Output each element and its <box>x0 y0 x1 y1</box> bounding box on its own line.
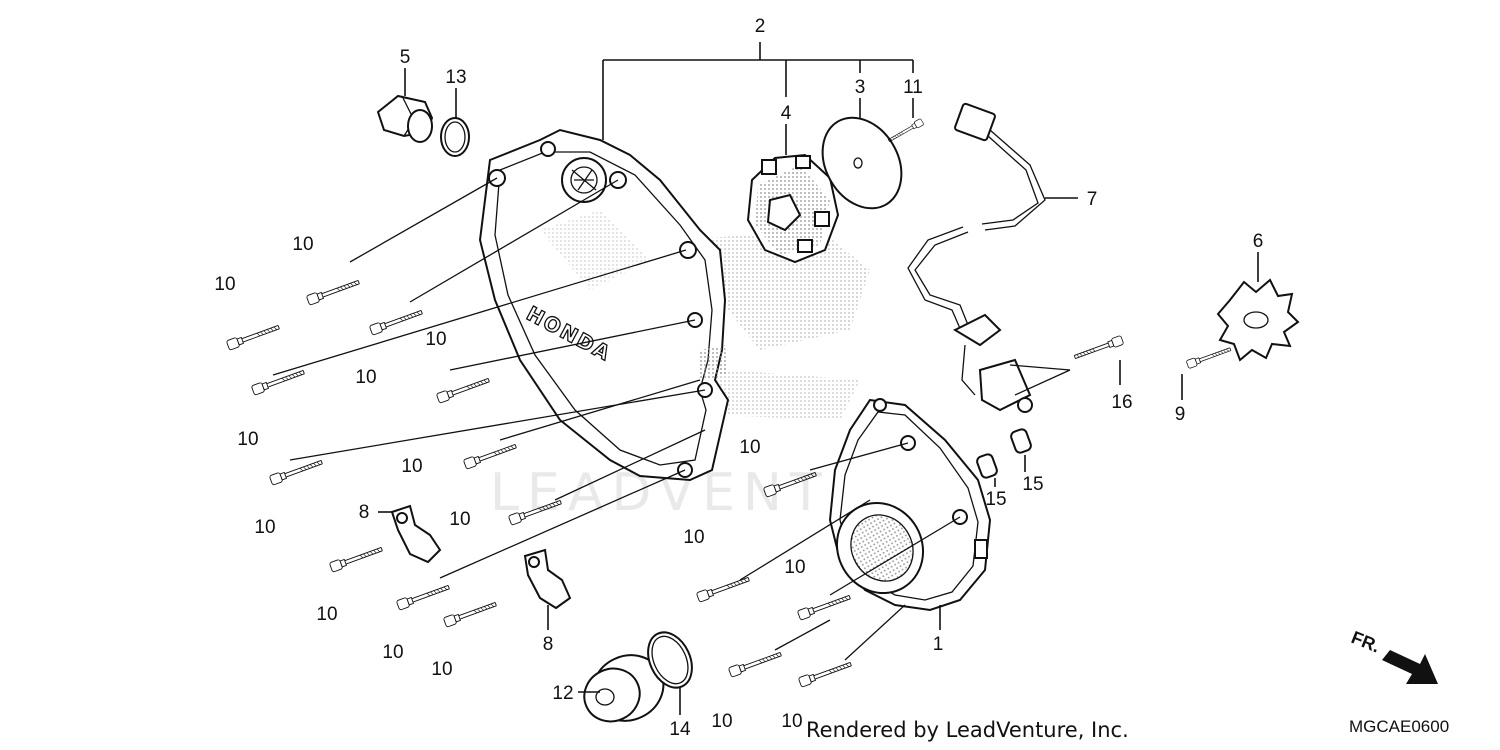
part-8-clamp-lower <box>523 548 572 610</box>
front-direction-indicator: FR. <box>1349 627 1438 684</box>
part-12-plug <box>583 654 665 723</box>
part-14-o-ring <box>647 631 693 689</box>
callouts: 2 5 13 3 11 4 7 6 10 10 10 10 10 10 10 1… <box>214 16 1263 740</box>
callout-10-i: 10 <box>739 437 760 458</box>
callout-10-m: 10 <box>382 642 403 663</box>
part-6-pulser-rotor <box>1216 278 1300 362</box>
callout-16: 16 <box>1111 392 1132 413</box>
callout-10-b: 10 <box>214 274 235 295</box>
part-7-wire-harness <box>907 102 1046 413</box>
part-9-bolt <box>1185 344 1233 370</box>
rendered-by-note: Rendered by LeadVenture, Inc. <box>806 718 1129 742</box>
callout-4: 4 <box>781 103 792 124</box>
callout-5: 5 <box>400 47 411 68</box>
callout-6: 6 <box>1253 231 1264 252</box>
callout-1: 1 <box>933 634 944 655</box>
callout-10-f: 10 <box>401 456 422 477</box>
callout-15-a: 15 <box>985 489 1006 510</box>
part-13-o-ring <box>440 117 470 157</box>
callout-10-k: 10 <box>683 527 704 548</box>
diagram-code: MGCAE0600 <box>1349 717 1450 736</box>
part-16-bolt <box>1072 335 1125 362</box>
callout-10-d: 10 <box>425 329 446 350</box>
callout-12: 12 <box>552 683 573 704</box>
part-4-gear <box>746 153 840 264</box>
callout-2-bracket <box>602 42 914 140</box>
leader-lines <box>378 68 1259 715</box>
callout-10-c: 10 <box>355 367 376 388</box>
callout-13: 13 <box>445 67 466 88</box>
callout-15-b: 15 <box>1022 474 1043 495</box>
callout-10-a: 10 <box>292 234 313 255</box>
callout-10-n: 10 <box>431 659 452 680</box>
front-direction-label: FR. <box>1349 627 1383 656</box>
callout-10-j: 10 <box>316 604 337 625</box>
callout-10-l: 10 <box>784 557 805 578</box>
callout-14: 14 <box>669 719 691 740</box>
callout-9: 9 <box>1175 404 1186 425</box>
callout-10-g: 10 <box>254 517 275 538</box>
part-11-bolt <box>886 118 925 145</box>
callout-11: 11 <box>903 77 923 98</box>
part-15-dowel-pins <box>976 428 1032 479</box>
callout-3: 3 <box>855 77 866 98</box>
callout-7: 7 <box>1087 189 1098 210</box>
exploded-lines <box>272 177 1071 661</box>
callout-10-e: 10 <box>237 429 258 450</box>
part-5-filler-cap <box>376 94 434 143</box>
callout-2: 2 <box>755 16 766 37</box>
part-8-clamp-upper <box>390 504 442 564</box>
callout-8-b: 8 <box>543 634 554 655</box>
part-1-generator-cover <box>828 398 992 612</box>
callout-10-p: 10 <box>781 711 802 732</box>
part-3-cover-disc <box>821 116 903 210</box>
left-crankcase-cover: HONDA <box>478 128 730 482</box>
callout-10-h: 10 <box>449 509 470 530</box>
callout-8-a: 8 <box>359 502 370 523</box>
callout-10-o: 10 <box>711 711 732 732</box>
